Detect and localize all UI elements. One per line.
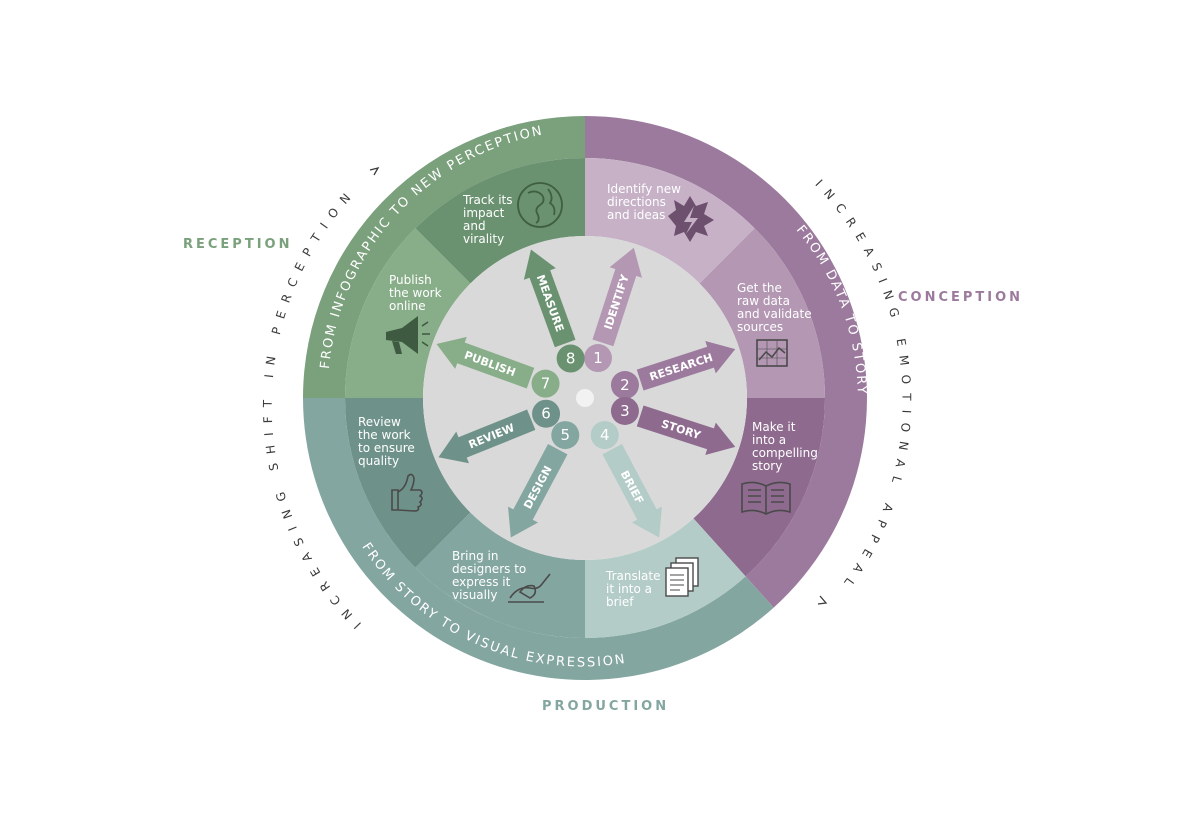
arrow-shape bbox=[636, 341, 736, 391]
conception-ring-sector bbox=[585, 116, 867, 608]
arrow-shape bbox=[636, 405, 736, 455]
step-badge-3 bbox=[610, 396, 639, 425]
step-badge-2 bbox=[610, 371, 639, 400]
step-badge-4 bbox=[590, 421, 619, 450]
step-number-3: 3 bbox=[620, 402, 630, 420]
step-sector-7 bbox=[345, 228, 471, 398]
documents-icon bbox=[665, 557, 699, 597]
step-sector-8 bbox=[415, 158, 585, 284]
step-badge-1 bbox=[583, 344, 612, 373]
reception-ring-sector bbox=[303, 116, 585, 398]
line-chart-icon bbox=[756, 339, 788, 367]
step-sector-6 bbox=[345, 398, 471, 568]
outer-left-arrow-head-icon bbox=[369, 166, 380, 176]
step-number-4: 4 bbox=[600, 426, 610, 444]
step-number-6: 6 bbox=[541, 405, 551, 423]
step-badge-5 bbox=[551, 421, 580, 450]
step-number-1: 1 bbox=[593, 349, 603, 367]
phase-label-conception: CONCEPTION bbox=[898, 290, 1023, 305]
hub-center-dot bbox=[576, 389, 594, 407]
step-number-badges: 12 34 56 78 bbox=[531, 344, 639, 450]
arrow-shape bbox=[602, 444, 662, 538]
step-badge-6 bbox=[532, 399, 561, 428]
step-badge-7 bbox=[531, 369, 560, 398]
step-number-8: 8 bbox=[566, 350, 576, 368]
step-sector-1 bbox=[585, 158, 755, 284]
outer-right-arrow-head-icon bbox=[817, 595, 828, 605]
phase-label-production: PRODUCTION bbox=[542, 699, 669, 714]
arrow-shape bbox=[523, 249, 576, 348]
step-sector-3 bbox=[693, 398, 825, 577]
step-number-2: 2 bbox=[620, 376, 630, 394]
arrow-shape bbox=[438, 409, 536, 464]
thumbs-up-icon bbox=[391, 473, 423, 512]
globe-icon bbox=[517, 182, 563, 228]
icons bbox=[386, 182, 791, 603]
lightning-burst-icon bbox=[668, 196, 714, 242]
outer-ring bbox=[302, 116, 867, 680]
open-book-icon bbox=[741, 481, 791, 515]
arrow-shape bbox=[436, 336, 535, 389]
step-sector-4 bbox=[585, 518, 746, 638]
production-ring-sector bbox=[302, 398, 774, 680]
step-badge-8 bbox=[556, 344, 585, 373]
step-sector-5 bbox=[415, 512, 585, 638]
step-number-5: 5 bbox=[561, 426, 571, 444]
step-sectors bbox=[345, 158, 825, 638]
arrow-shape bbox=[592, 247, 642, 347]
step-sector-2 bbox=[699, 228, 825, 398]
phase-label-reception: RECEPTION bbox=[183, 237, 292, 252]
step-number-7: 7 bbox=[541, 375, 551, 393]
megaphone-icon bbox=[386, 316, 430, 354]
arrow-shape bbox=[508, 444, 568, 538]
drawing-hand-icon bbox=[508, 573, 551, 603]
